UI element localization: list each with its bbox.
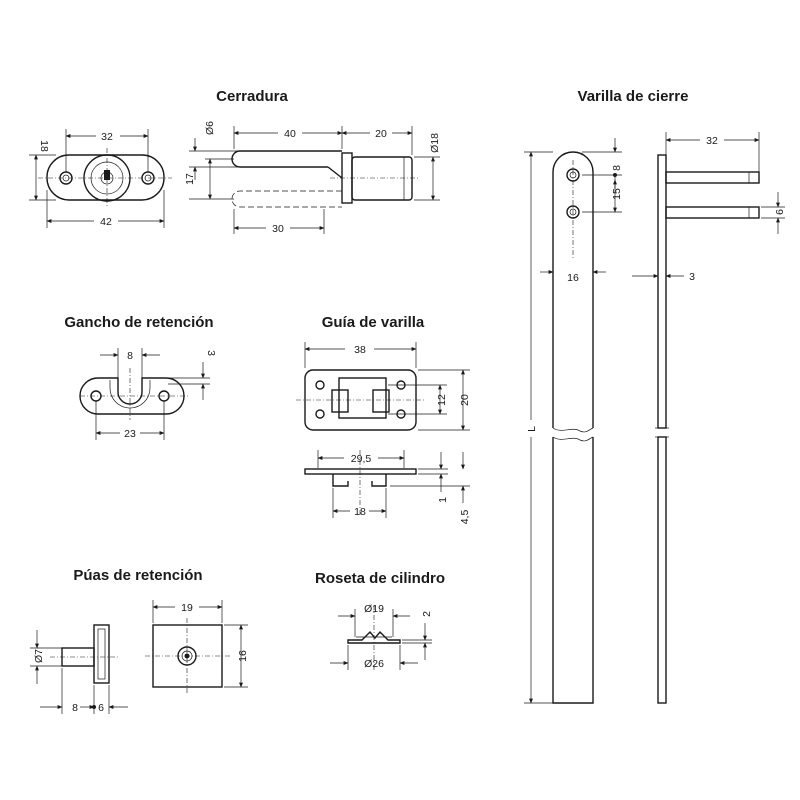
cerradura-front-view: 32 18 42 <box>29 129 172 228</box>
varilla-side-view: 32 6 3 <box>632 132 786 704</box>
puas-front-view: 19 16 <box>145 600 249 695</box>
dim-varilla-15: 15 <box>611 188 623 200</box>
title-roseta-de-cilindro: Roseta de cilindro <box>315 570 445 587</box>
rod-pin-upper <box>665 171 760 184</box>
dim-puas-6: 6 <box>98 702 104 714</box>
dim-varilla-L: L <box>526 426 538 432</box>
dim-gancho-3: 3 <box>205 350 217 356</box>
dim-cerradura-dia6: Ø6 <box>204 121 216 135</box>
dim-guia-1: 1 <box>437 497 449 503</box>
guide-channel <box>338 377 387 419</box>
dim-cerradura-dia18: Ø18 <box>429 133 441 153</box>
dim-gancho-23: 23 <box>124 428 136 440</box>
rod-profile-upper <box>657 154 667 429</box>
dim-varilla-3: 3 <box>689 271 695 283</box>
dim-varilla-6: 6 <box>774 209 786 215</box>
dim-guia-20: 20 <box>459 394 471 406</box>
dim-cerradura-40: 40 <box>284 128 296 140</box>
dim-cerradura-30: 30 <box>272 223 284 235</box>
title-varilla-de-cierre: Varilla de cierre <box>578 88 689 105</box>
title-gancho-de-retencion: Gancho de retención <box>64 314 213 331</box>
dim-guia-38: 38 <box>354 344 366 356</box>
dim-guia-4-5: 4,5 <box>459 510 471 525</box>
dim-puas-8: 8 <box>72 702 78 714</box>
dim-cerradura-18: 18 <box>38 140 50 152</box>
dim-roseta-dia19: Ø19 <box>364 603 384 615</box>
puas-side-view: Ø7 8 6 <box>30 624 128 714</box>
dim-guia-12: 12 <box>436 394 448 406</box>
dim-guia-18: 18 <box>354 506 366 518</box>
rosette-profile <box>347 630 401 644</box>
guide-base-plate <box>304 468 417 475</box>
rod-pin-lower <box>665 206 760 219</box>
dim-puas-dia7: Ø7 <box>33 649 45 663</box>
lock-body <box>351 156 413 201</box>
guide-leg-left <box>332 474 349 487</box>
rod-profile-lower <box>657 436 667 704</box>
title-puas-de-retencion: Púas de retención <box>73 567 202 584</box>
catch-plate <box>79 377 185 415</box>
title-cerradura: Cerradura <box>216 88 288 105</box>
title-guia-de-varilla: Guía de varilla <box>322 314 425 331</box>
spike-head <box>93 624 110 684</box>
dim-puas-16: 16 <box>237 650 249 662</box>
varilla-front-view: 8 15 16 L <box>524 138 623 704</box>
dim-cerradura-20: 20 <box>375 128 387 140</box>
gancho-view: 8 3 23 <box>79 348 217 440</box>
guide-tab-left <box>331 389 349 413</box>
dim-puas-19: 19 <box>181 602 193 614</box>
dim-roseta-2: 2 <box>421 611 433 617</box>
guia-side-view: 29,5 18 1 4,5 <box>304 450 471 525</box>
lock-bolt-lower <box>231 190 342 208</box>
guide-tab-right <box>372 389 390 413</box>
dim-roseta-dia26: Ø26 <box>364 658 384 670</box>
lock-bolt-upper <box>231 150 342 168</box>
dim-varilla-8: 8 <box>611 165 623 171</box>
roseta-view: Ø19 2 Ø26 <box>330 603 433 670</box>
dim-cerradura-17: 17 <box>184 173 196 185</box>
guide-leg-right <box>371 474 387 487</box>
rod-lower-section <box>552 437 594 704</box>
guia-top-view: 38 12 20 <box>296 342 471 431</box>
dim-cerradura-42: 42 <box>100 216 112 228</box>
dim-gancho-8: 8 <box>127 350 133 362</box>
cerradura-side-view: 40 20 Ø18 Ø6 17 30 <box>184 121 441 235</box>
dim-varilla-32: 32 <box>706 135 718 147</box>
rod-upper-section <box>552 151 594 428</box>
dim-guia-29-5: 29,5 <box>351 453 372 465</box>
dim-cerradura-32: 32 <box>101 131 113 143</box>
dim-varilla-16: 16 <box>567 272 579 284</box>
